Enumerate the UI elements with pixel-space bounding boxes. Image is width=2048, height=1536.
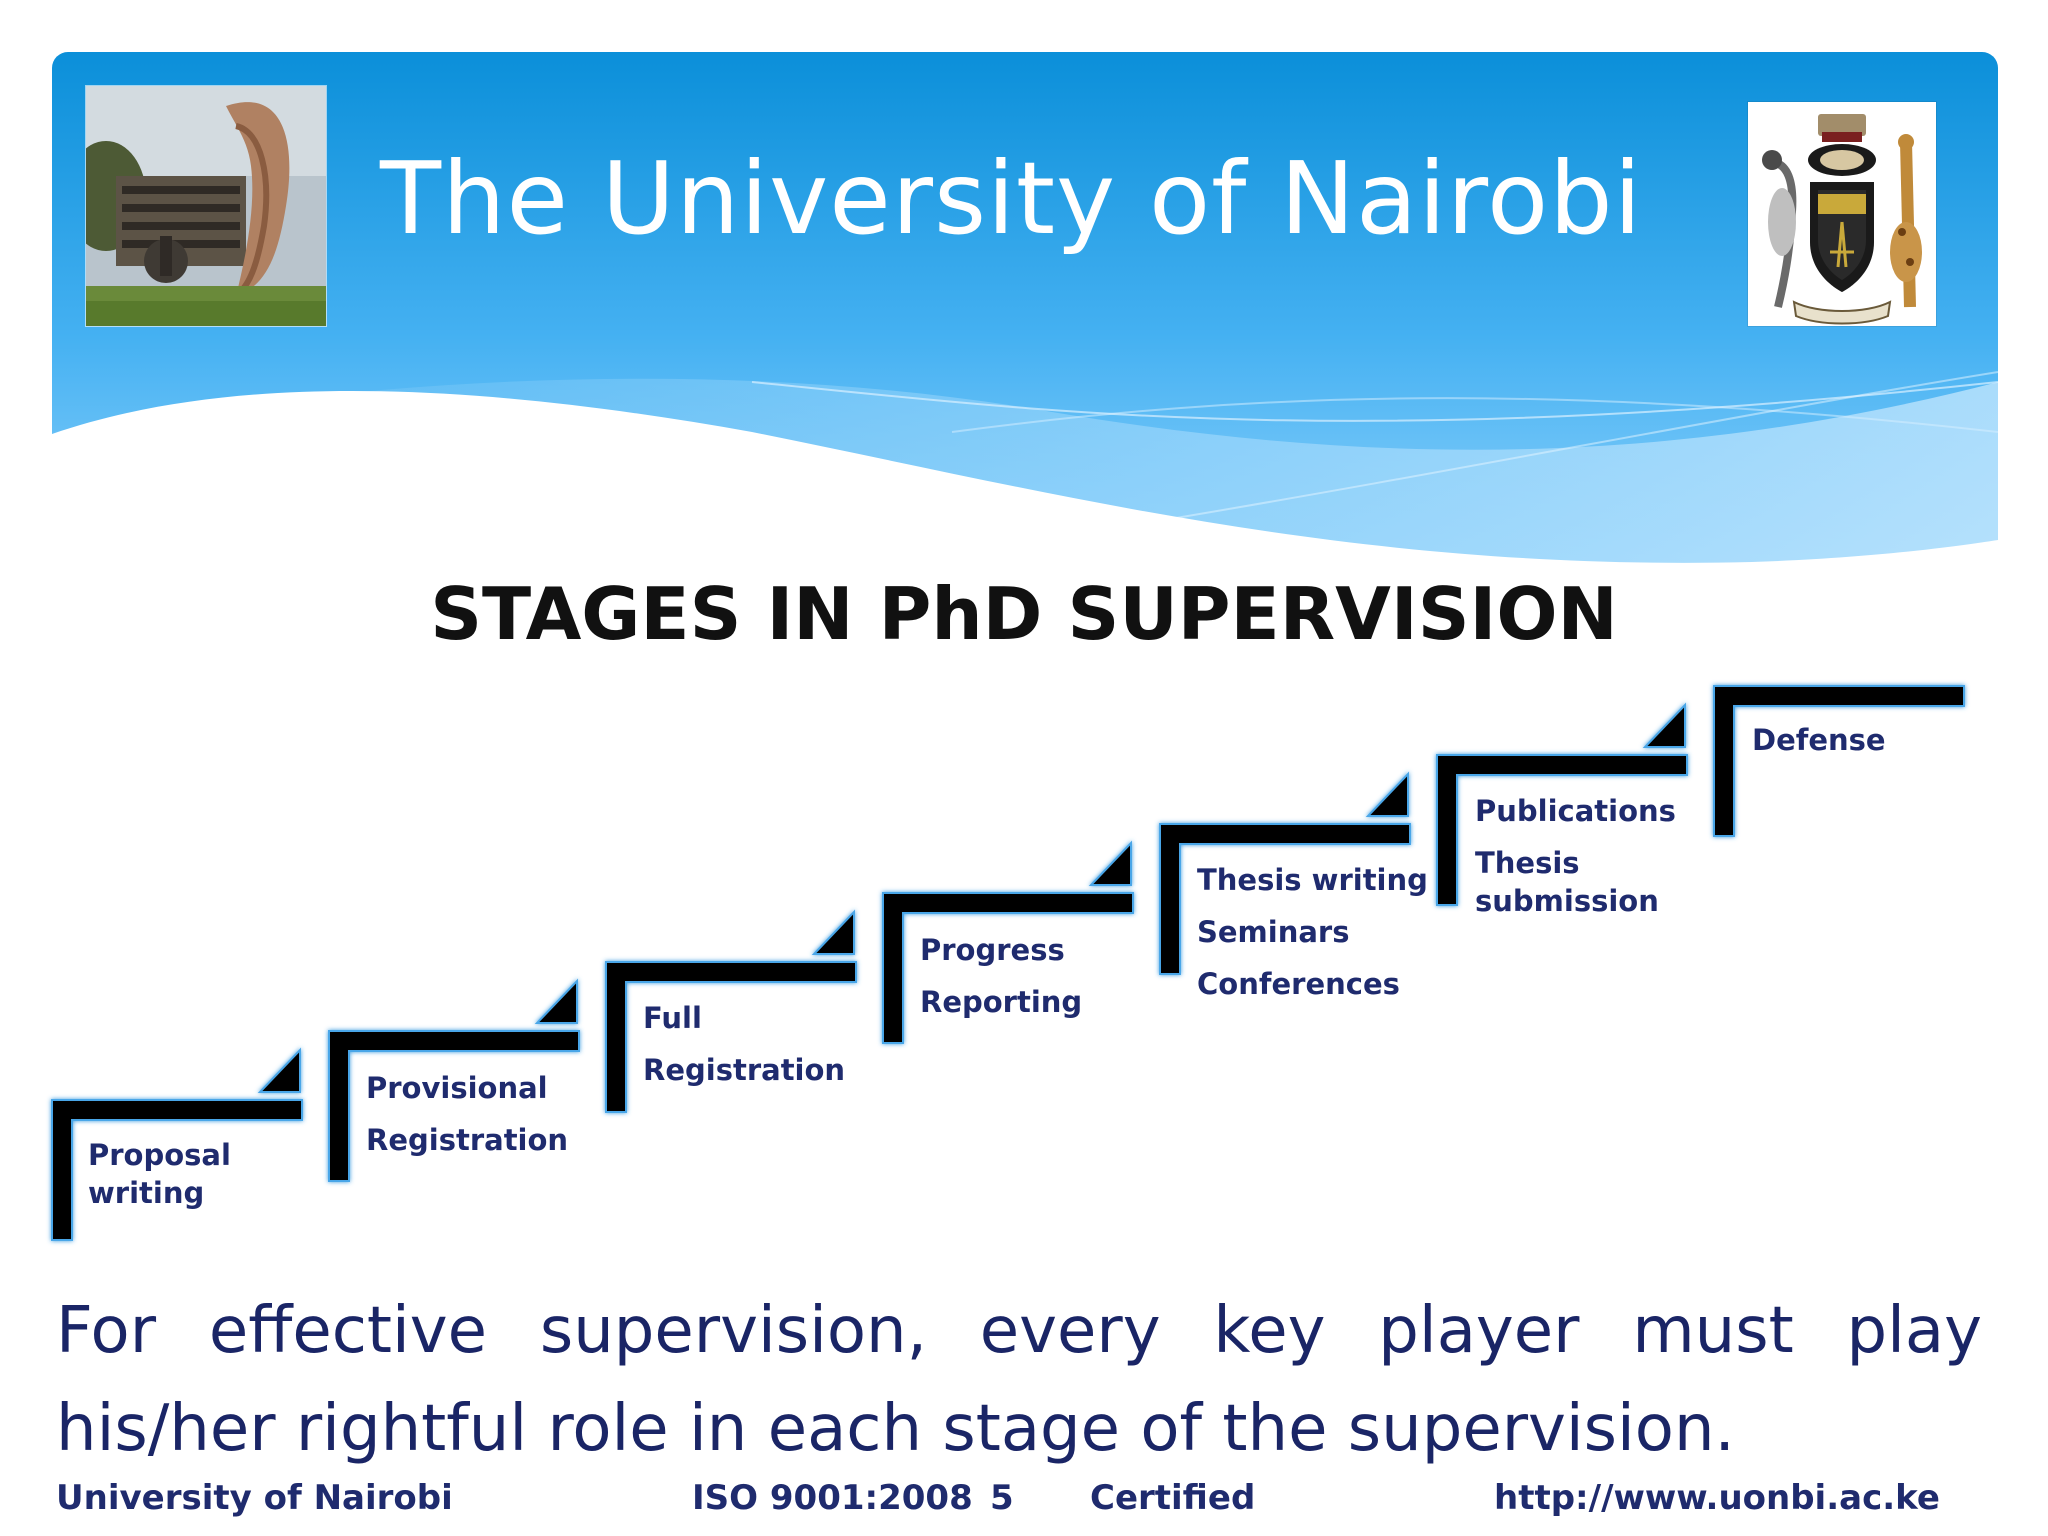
footer-url[interactable]: http://www.uonbi.ac.ke (1494, 1478, 1940, 1518)
stage-label-publications: Publications Thesis submission (1475, 794, 1676, 918)
stage-connector-triangle (534, 978, 578, 1024)
stage-step (51, 1099, 303, 1241)
banner-wave-graphic (52, 52, 1998, 572)
crest-icon (1748, 102, 1936, 326)
body-word: every (979, 1294, 1161, 1368)
slide-title: STAGES IN PhD SUPERVISION (430, 572, 1618, 656)
stage-label-thesis-writing: Thesis writing Seminars Conferences (1197, 863, 1428, 1001)
body-word: player (1378, 1294, 1580, 1368)
body-word: play (1846, 1294, 1983, 1368)
body-word: For (56, 1294, 156, 1368)
university-crest (1748, 102, 1936, 326)
stage-step (1436, 754, 1688, 906)
stage-connector-triangle (1365, 771, 1409, 817)
body-line-2: his/her rightful role in each stage of t… (56, 1392, 1735, 1466)
stage-connector-triangle (811, 909, 855, 955)
stage-label-defense: Defense (1752, 723, 1886, 757)
stage-connector-triangle (257, 1047, 301, 1093)
body-word: key (1213, 1294, 1326, 1368)
body-line-1: For effective supervision, every key player mu… (56, 1282, 1982, 1380)
banner-title: The University of Nairobi (380, 140, 1643, 257)
body-word: must (1632, 1294, 1794, 1368)
header-banner (52, 52, 1998, 572)
stage-label-proposal: Proposal writing (88, 1138, 231, 1210)
body-paragraph: For effective supervision, every key player mu… (56, 1282, 1982, 1478)
stage-label-full-registration: Full Registration (643, 1001, 846, 1087)
stage-connector-triangle (1642, 702, 1686, 748)
stage-step (1159, 823, 1411, 975)
stage-step (1713, 685, 1965, 837)
stage-step (328, 1030, 580, 1182)
body-word: supervision, (539, 1294, 927, 1368)
footer-iso: ISO 9001:2008 (692, 1478, 973, 1518)
body-word: effective (208, 1294, 487, 1368)
stage-step (882, 892, 1134, 1044)
stage-label-provisional-registration: Provisional Registration (366, 1071, 569, 1157)
footer-certified: Certified (1090, 1478, 1256, 1518)
campus-photo (86, 86, 326, 326)
stage-label-progress-reporting: Progress Reporting (920, 933, 1083, 1019)
campus-photo-icon (86, 86, 326, 326)
footer-institution: University of Nairobi (56, 1478, 453, 1518)
stage-step (605, 961, 857, 1113)
stage-connector-triangle (1088, 840, 1132, 886)
footer-page-number: 5 (990, 1478, 1014, 1518)
